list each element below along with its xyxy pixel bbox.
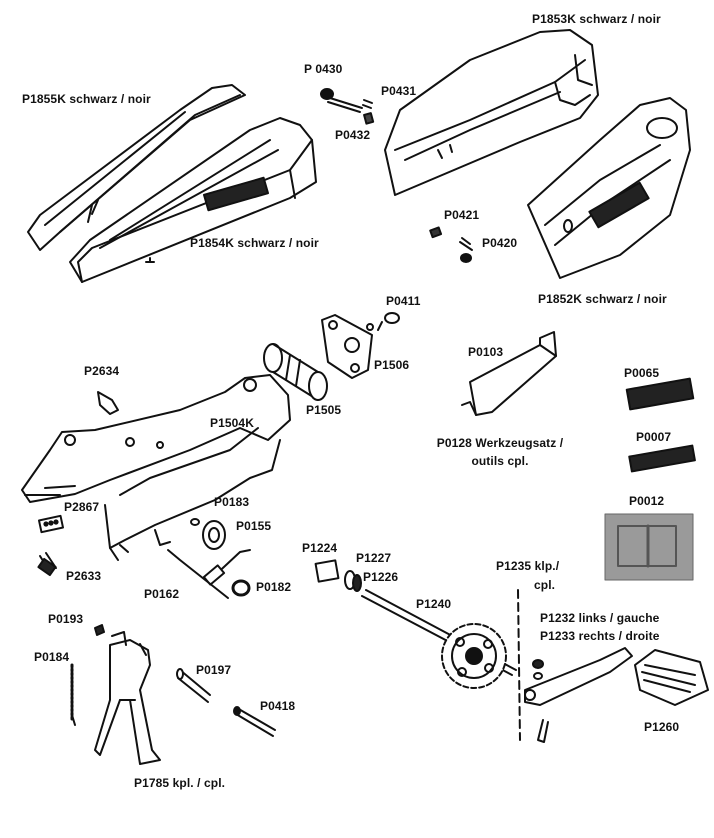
label-p0007: P0007	[636, 430, 672, 444]
tube-p1505	[263, 343, 328, 401]
label-p2634: P2634	[84, 364, 120, 378]
frame-p1504k	[21, 374, 291, 561]
label-p1852k: P1852K schwarz / noir	[538, 292, 667, 306]
tool-kit-p0103	[461, 331, 557, 416]
label-p0431: P0431	[381, 84, 417, 98]
label-p0430: P 0430	[304, 62, 343, 76]
label-p2633: P2633	[66, 569, 102, 583]
pulley-assembly	[167, 518, 251, 599]
label-p0128-line1: P0128 Werkzeugsatz /	[436, 436, 564, 450]
sprocket-p1240	[361, 589, 517, 689]
label-p0418: P0418	[260, 699, 296, 713]
bracket-p1506	[321, 312, 400, 379]
crank-pedal	[517, 589, 709, 743]
label-p0182: P0182	[256, 580, 292, 594]
label-p1227: P1227	[356, 551, 392, 565]
label-p0420: P0420	[482, 236, 518, 250]
label-p1235-line1: P1235 klp./	[496, 559, 560, 573]
rear-cover-left-front	[69, 117, 317, 283]
stand-assembly	[70, 624, 276, 765]
label-p1854k: P1854K schwarz / noir	[190, 236, 319, 250]
decal-p0007	[628, 444, 696, 473]
label-p2867: P2867	[64, 500, 100, 514]
label-p1232: P1232 links / gauche	[540, 611, 660, 625]
fastener-p0421-p0420	[429, 226, 473, 263]
label-p1785: P1785 kpl. / cpl.	[134, 776, 226, 790]
label-p1504k: P1504K	[210, 416, 254, 430]
label-p0162: P0162	[144, 587, 180, 601]
label-p1235-line2: cpl.	[534, 578, 556, 592]
chain-guard-top	[384, 29, 599, 196]
label-p0065: P0065	[624, 366, 660, 380]
small-parts-left	[37, 391, 119, 577]
label-p1240: P1240	[416, 597, 452, 611]
decal-p0065	[625, 377, 695, 411]
label-p0103: P0103	[468, 345, 504, 359]
label-p1233: P1233 rechts / droite	[540, 629, 660, 643]
label-p0411: P0411	[386, 294, 421, 308]
rear-cover-left-back	[27, 84, 246, 251]
label-p1224: P1224	[302, 541, 338, 555]
label-p0183: P0183	[214, 495, 250, 509]
label-p0184: P0184	[34, 650, 70, 664]
label-p1505: P1505	[306, 403, 342, 417]
label-p0193: P0193	[48, 612, 84, 626]
label-p0197: P0197	[196, 663, 232, 677]
chain-guard-bottom	[527, 97, 691, 279]
decal-p0012	[604, 513, 694, 581]
label-p0432: P0432	[335, 128, 371, 142]
bolt-p0430	[320, 88, 375, 125]
label-p1853k: P1853K schwarz / noir	[532, 12, 661, 26]
label-p1855k: P1855K schwarz / noir	[22, 92, 151, 106]
label-p0155: P0155	[236, 519, 272, 533]
label-p0421: P0421	[444, 208, 480, 222]
label-p1506: P1506	[374, 358, 410, 372]
label-p1226: P1226	[363, 570, 399, 584]
bearing-set	[314, 559, 362, 592]
label-p0012: P0012	[629, 494, 665, 508]
label-p1260: P1260	[644, 720, 680, 734]
label-p0128-line2: outils cpl.	[471, 454, 529, 468]
